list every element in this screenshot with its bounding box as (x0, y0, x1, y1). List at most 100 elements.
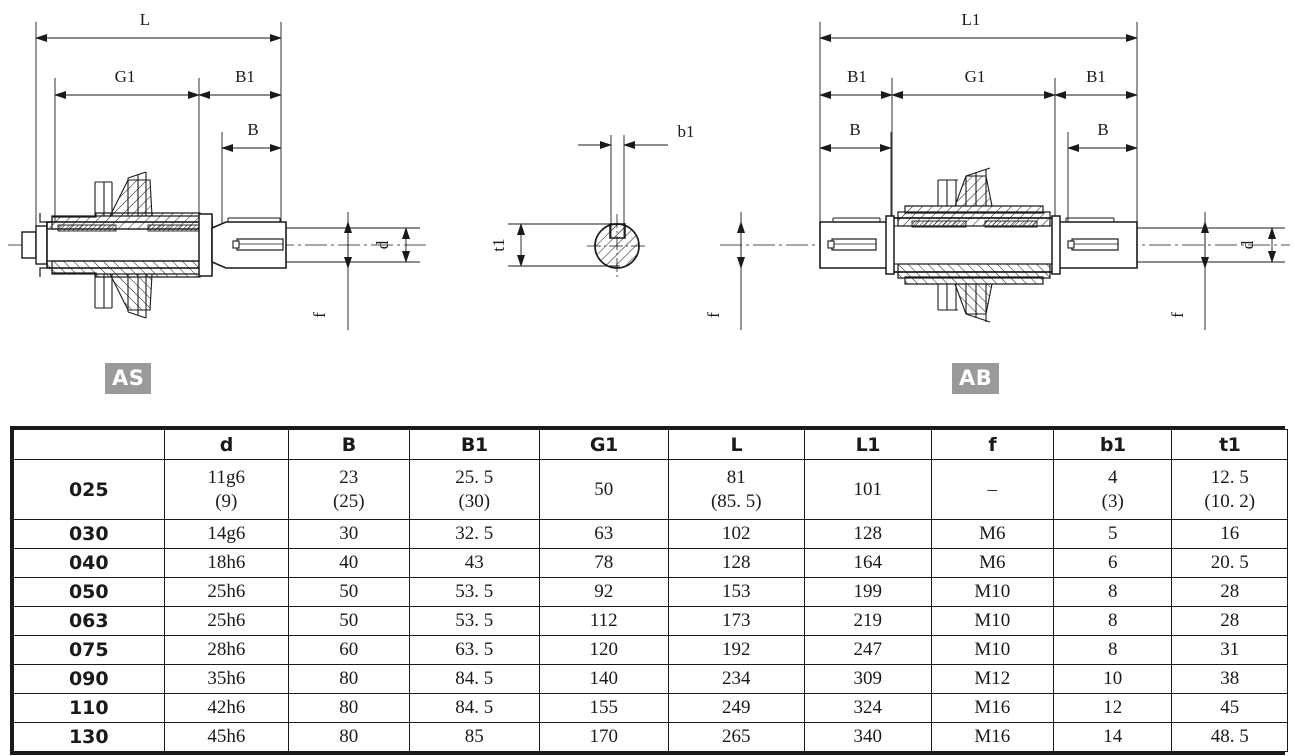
cell-model: 050 (13, 577, 165, 607)
cell-value-primary: 78 (594, 552, 614, 574)
cell-value-primary: 219 (853, 610, 883, 632)
cell-value-primary: 28 (1220, 581, 1240, 603)
dim-label-B1-left: B1 (847, 67, 867, 86)
cell-value-primary: M10 (974, 610, 1011, 632)
cell-L: 173 (667, 606, 806, 636)
cell-value-primary: M10 (974, 639, 1011, 661)
cell-L1: 340 (804, 722, 932, 752)
column-header-d: d (163, 429, 290, 460)
cell-b1: 12 (1053, 693, 1173, 723)
cell-b1: 8 (1053, 577, 1173, 607)
cell-L1: 324 (804, 693, 932, 723)
cell-t1: 45 (1171, 693, 1288, 723)
cell-value-stack: 50 (542, 478, 666, 501)
cell-value-primary: 53. 5 (455, 610, 494, 632)
cell-value-stack: M16 (934, 696, 1051, 719)
cell-B: 80 (288, 693, 410, 723)
cell-value-stack: – (934, 478, 1051, 501)
column-header-f: f (930, 429, 1055, 460)
cell-value-stack: 265 (671, 725, 803, 748)
cell-value-stack: 60 (291, 638, 406, 661)
dim-L: L (35, 10, 282, 42)
cell-value-stack: 247 (807, 638, 928, 661)
cell-f: M10 (930, 577, 1055, 607)
dim-L1: L1 (819, 10, 1138, 42)
cell-value-stack: 8 (1056, 609, 1169, 632)
cell-value-stack: 28h6 (167, 638, 286, 661)
cell-value-stack: 101 (807, 478, 928, 501)
cell-value-primary: 28h6 (207, 639, 246, 661)
cell-value-primary: 30 (339, 523, 359, 545)
column-header-B: B (288, 429, 410, 460)
cell-value-stack: 192 (671, 638, 803, 661)
cell-B: 50 (288, 577, 410, 607)
cell-value-secondary: (30) (458, 490, 491, 512)
cell-value-stack: 48. 5 (1174, 725, 1285, 748)
cell-value-stack: 170 (542, 725, 666, 748)
cell-value-primary: 324 (853, 697, 883, 719)
cell-b1: 4(3) (1053, 459, 1173, 520)
drawings-area: L G1 B1 B (8, 10, 1290, 394)
cell-value-stack: 92 (542, 580, 666, 603)
dim-label-f-left: f (704, 312, 723, 318)
dim-b1: b1 (578, 122, 695, 238)
cell-value-stack: 80 (291, 725, 406, 748)
cell-value-primary: 14g6 (207, 523, 246, 545)
cell-value-primary: M12 (974, 668, 1011, 690)
cell-value-stack: 249 (671, 696, 803, 719)
cell-L1: 164 (804, 548, 932, 578)
cell-G1: 120 (539, 635, 669, 665)
cell-value-stack: 155 (542, 696, 666, 719)
cell-value-stack: 32. 5 (412, 522, 538, 545)
cell-value-primary: 247 (853, 639, 883, 661)
cell-value-stack: 50 (291, 580, 406, 603)
cell-value-stack: 20. 5 (1174, 551, 1285, 574)
cell-d: 25h6 (163, 606, 290, 636)
cell-value-stack: 25. 5(30) (412, 466, 538, 512)
cell-value-stack: M16 (934, 725, 1051, 748)
cell-value-stack: 219 (807, 609, 928, 632)
cell-L1: 128 (804, 519, 932, 549)
cell-value-stack: 35h6 (167, 667, 286, 690)
column-header-L: L (667, 429, 806, 460)
cell-value-stack: 340 (807, 725, 928, 748)
cell-value-stack: 8 (1056, 580, 1169, 603)
cell-value-stack: 63. 5 (412, 638, 538, 661)
cell-B1: 25. 5(30) (408, 459, 541, 520)
cell-value-primary: – (987, 478, 998, 500)
cell-value-stack: 31 (1174, 638, 1285, 661)
cell-value-secondary: (3) (1101, 490, 1124, 512)
cell-value-primary: 81 (726, 467, 746, 489)
cell-value-primary: 340 (853, 726, 883, 748)
cell-B: 30 (288, 519, 410, 549)
cell-value-primary: 16 (1220, 523, 1240, 545)
cell-value-stack: 120 (542, 638, 666, 661)
cell-model: 110 (13, 693, 165, 723)
cell-value-primary: 50 (594, 478, 614, 500)
cell-value-stack: 11g6(9) (167, 466, 286, 512)
dim-f: f (310, 212, 352, 330)
cell-d: 18h6 (163, 548, 290, 578)
engineering-drawings-svg: L G1 B1 B (8, 10, 1290, 330)
cell-value-stack: 234 (671, 667, 803, 690)
cell-value-stack: M10 (934, 609, 1051, 632)
cell-value-stack: 40 (291, 551, 406, 574)
dim-B-left: B (819, 120, 892, 152)
cell-value-primary: M16 (974, 697, 1011, 719)
cell-value-secondary: (10. 2) (1204, 490, 1256, 512)
cell-B: 40 (288, 548, 410, 578)
cell-f: M16 (930, 693, 1055, 723)
cell-value-primary: 28 (1220, 610, 1240, 632)
dim-label-G1: G1 (115, 67, 136, 86)
cell-value-secondary: (9) (215, 490, 238, 512)
dim-B1-right: B1 (1054, 67, 1138, 99)
cell-value-primary: 35h6 (207, 668, 246, 690)
cell-model: 025 (13, 459, 165, 520)
cell-f: – (930, 459, 1055, 520)
cell-value-stack: 8 (1056, 638, 1169, 661)
cell-value-stack: 140 (542, 667, 666, 690)
cell-value-stack: 14g6 (167, 522, 286, 545)
dim-G1-center: G1 (891, 67, 1056, 99)
